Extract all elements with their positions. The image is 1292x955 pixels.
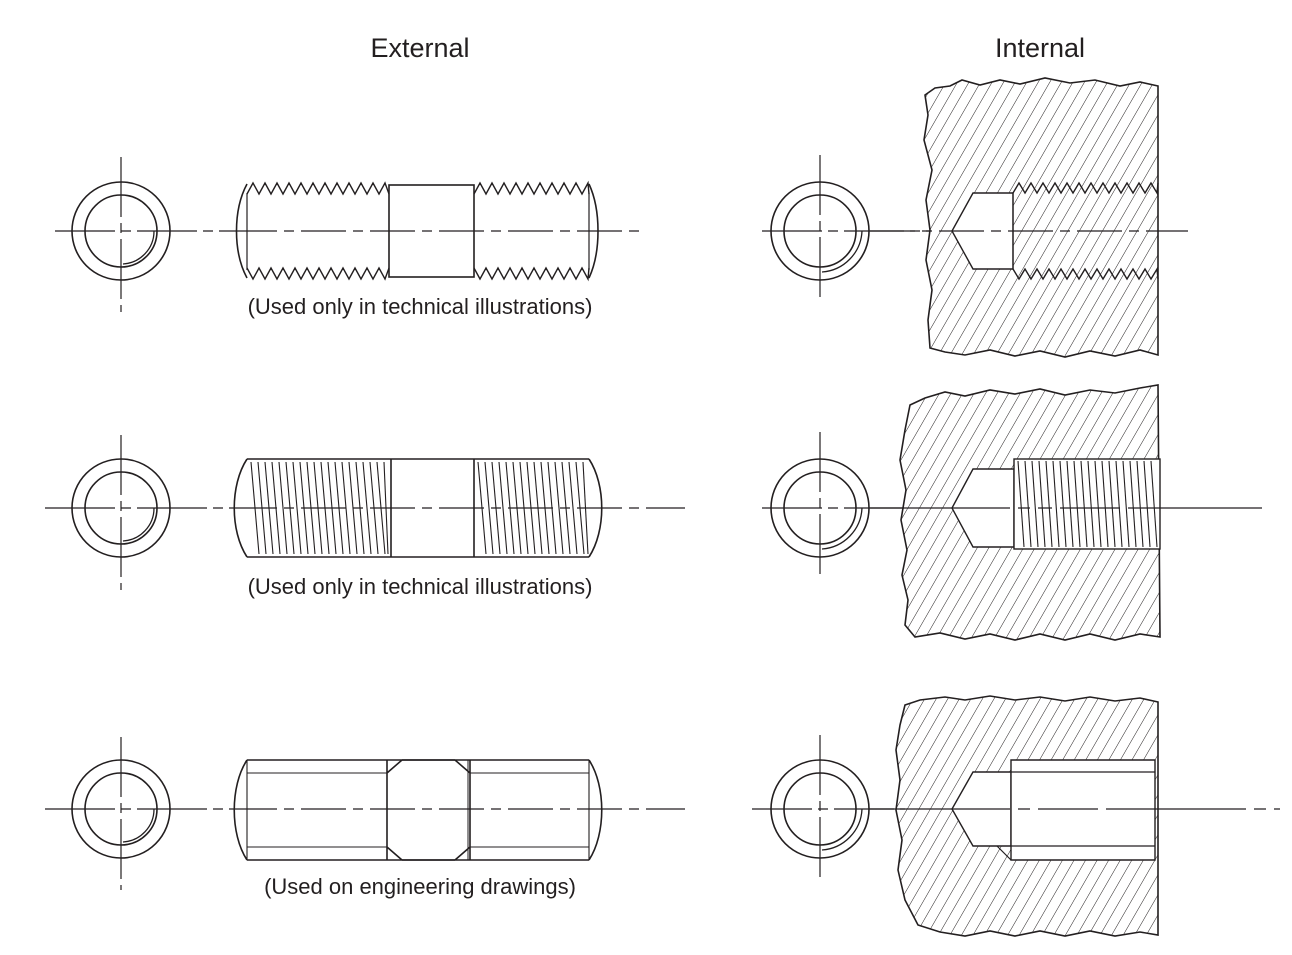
internal-helix-line — [1073, 460, 1081, 548]
internal-helix-line — [1101, 460, 1109, 548]
caption-simplified-thread: (Used on engineering drawings) — [264, 874, 576, 899]
end-view-external-1 — [55, 157, 232, 312]
internal-helix-line — [1024, 460, 1032, 548]
end-view-internal-2 — [762, 432, 905, 578]
internal-helix-line — [1150, 460, 1158, 548]
internal-helix-line — [1108, 460, 1116, 548]
helix-line — [568, 461, 578, 555]
external-simplified-thread — [45, 737, 685, 890]
internal-thread-crest-bottom — [1012, 266, 1159, 281]
external-schematic-thread — [45, 435, 685, 590]
internal-helix-line — [1087, 460, 1095, 548]
stud-body-external-1 — [232, 180, 642, 282]
thread-crest-bottom-right — [473, 266, 590, 282]
internal-helix-line — [1080, 460, 1088, 548]
end-view-external-3 — [45, 737, 232, 890]
thread-crest-bottom-left — [246, 266, 390, 281]
end-view-external-2 — [45, 435, 232, 590]
internal-helix-line — [1017, 460, 1025, 548]
helix-line — [278, 461, 288, 555]
internal-helix-line — [1066, 460, 1074, 548]
internal-helix-line — [1094, 460, 1102, 548]
internal-schematic-thread — [762, 384, 1262, 641]
internal-thread-crest-top — [1012, 181, 1159, 196]
external-heading: External — [370, 33, 469, 63]
internal-helix-line — [1038, 460, 1046, 548]
helix-line — [362, 461, 372, 555]
caption-schematic-thread: (Used only in technical illustrations) — [248, 574, 593, 599]
internal-helix-line — [1115, 460, 1123, 548]
internal-helix-line — [1136, 460, 1144, 548]
internal-helix-line — [1052, 460, 1060, 548]
external-detailed-thread — [55, 157, 642, 312]
helix-line — [484, 461, 494, 555]
helix-line — [498, 461, 508, 555]
internal-detailed-thread — [762, 77, 1188, 358]
stud-body-external-2 — [232, 458, 685, 558]
internal-helix-line — [1045, 460, 1053, 548]
caption-detailed-thread: (Used only in technical illustrations) — [248, 294, 593, 319]
helix-line — [292, 461, 302, 555]
internal-simplified-thread — [752, 695, 1280, 937]
helix-line — [554, 461, 564, 555]
thread-crest-top-right — [473, 180, 590, 196]
internal-helix-line — [1143, 460, 1151, 548]
end-view-internal-3 — [752, 735, 905, 880]
section-block-internal-1 — [923, 77, 1159, 358]
thread-crest-top-left — [246, 181, 390, 196]
end-view-internal-1 — [762, 155, 930, 300]
stud-body-external-3 — [232, 759, 685, 861]
internal-helix-line — [1059, 460, 1067, 548]
internal-helix-line — [1031, 460, 1039, 548]
internal-helix-line — [1122, 460, 1130, 548]
internal-helix-line — [1129, 460, 1137, 548]
internal-heading: Internal — [995, 33, 1085, 63]
